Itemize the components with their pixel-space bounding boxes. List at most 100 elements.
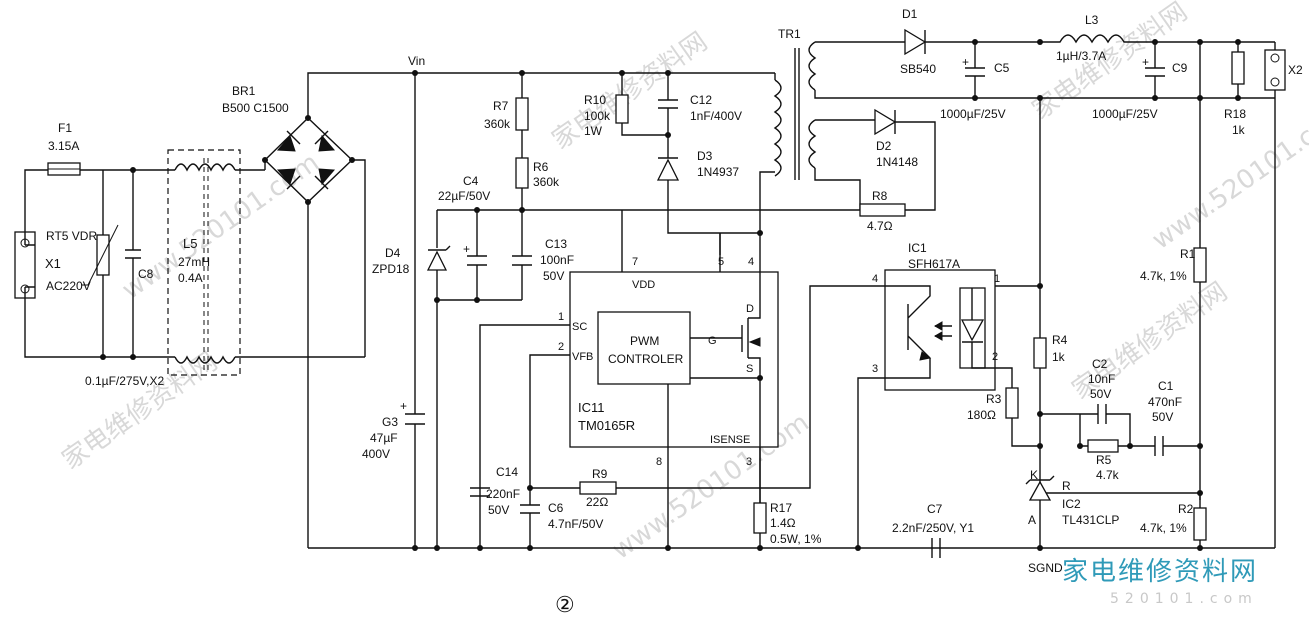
label-c5-value: 1000µF/25V: [940, 107, 1006, 121]
label-isense: ISENSE: [710, 434, 750, 446]
label-r5: R5: [1096, 453, 1112, 467]
label-r17-power: 0.5W, 1%: [770, 532, 822, 546]
label-r3: R3: [986, 392, 1002, 406]
label-r2-value: 4.7k, 1%: [1140, 521, 1187, 535]
label-br1-value: B500 C1500: [222, 101, 289, 115]
capacitor-c7: [931, 538, 941, 558]
label-r10-value: 100k: [584, 109, 611, 123]
diode-d2: [859, 108, 936, 217]
label-c2-voltage: 50V: [1090, 387, 1111, 401]
rails: [308, 70, 1275, 549]
label-ic11: IC11: [578, 400, 605, 415]
label-ic2-value: TL431CLP: [1062, 513, 1119, 527]
choke-l5: [167, 149, 241, 376]
ac-input-section: [14, 149, 365, 376]
capacitor-c5: +: [962, 39, 985, 101]
label-r5-value: 4.7k: [1096, 468, 1120, 482]
label-g3: G3: [382, 415, 398, 429]
label-pin5: 5: [718, 256, 724, 268]
label-k: K: [1030, 468, 1038, 482]
brand-logo: 家电维修资料网 520101.com: [1062, 557, 1258, 607]
resistor-r1: [1193, 39, 1207, 500]
resistor-r2: [1193, 493, 1207, 551]
label-c7-value: 2.2nF/250V, Y1: [892, 521, 974, 535]
label-ic1-value: SFH617A: [908, 257, 960, 271]
label-r8: R8: [872, 189, 888, 203]
label-sgnd: SGND: [1028, 561, 1063, 575]
label-c1-voltage: 50V: [1152, 410, 1173, 424]
label-opto-pin3: 3: [872, 363, 878, 375]
label-rt5: RT5 VDR: [46, 229, 97, 243]
label-d3-value: 1N4937: [697, 165, 739, 179]
svg-text:+: +: [400, 399, 407, 413]
label-opto-pin4: 4: [872, 273, 878, 285]
label-l3-value: 1µH/3.7A: [1056, 49, 1106, 63]
resistor-r5: [1087, 439, 1119, 453]
svg-text:家电维修资料网: 家电维修资料网: [1062, 557, 1258, 587]
connector-x2: [1264, 42, 1286, 548]
label-pin1: 1: [558, 311, 564, 323]
label-r18-value: 1k: [1232, 123, 1246, 137]
label-r3-value: 180Ω: [967, 408, 996, 422]
bridge-rectifier-br1: [262, 72, 415, 548]
label-c13-voltage: 50V: [543, 269, 564, 283]
label-f1-value: 3.15A: [48, 139, 79, 153]
label-pin8: 8: [656, 456, 662, 468]
start-resistors: [515, 73, 529, 210]
label-r4-value: 1k: [1052, 350, 1066, 364]
label-c13: C13: [545, 237, 567, 251]
snubber: [615, 73, 760, 234]
resistor-r17-group: [753, 502, 767, 551]
label-pin4: 4: [748, 256, 754, 268]
label-ic2: IC2: [1062, 497, 1081, 511]
label-c1-cap: 470nF: [1148, 395, 1182, 409]
label-r10: R10: [584, 93, 606, 107]
label-br1: BR1: [232, 84, 256, 98]
label-x1-value: AC220V: [46, 279, 91, 293]
label-pwm: PWM: [630, 334, 659, 348]
compensation-network: [1040, 404, 1200, 456]
label-vdd: VDD: [632, 279, 655, 291]
ic11-pwm-controller: [477, 171, 779, 551]
label-x1: X1: [45, 256, 61, 271]
label-vfb: VFB: [572, 351, 593, 363]
label-r1: R1: [1180, 247, 1196, 261]
label-pin3: 3: [746, 456, 752, 468]
svg-text:www.520101.com: www.520101.com: [1147, 98, 1309, 256]
label-gate: G: [708, 335, 717, 347]
label-l3: L3: [1085, 13, 1099, 27]
label-l5-current: 0.4A: [178, 271, 203, 285]
label-c8: C8: [138, 267, 154, 281]
label-r4: R4: [1052, 333, 1068, 347]
label-pin2: 2: [558, 341, 564, 353]
label-c4-value: 22µF/50V: [438, 189, 490, 203]
svg-text:+: +: [463, 242, 470, 256]
resistor-r10: [615, 94, 629, 124]
svg-text:家电维修资料网: 家电维修资料网: [57, 347, 223, 476]
label-a: A: [1028, 513, 1036, 527]
transformer-tr1: [773, 41, 1040, 210]
label-d1-value: SB540: [900, 62, 936, 76]
label-c12-value: 1nF/400V: [690, 109, 742, 123]
label-c7: C7: [927, 502, 943, 516]
optocoupler-ic1: [855, 269, 1043, 551]
label-r10-power: 1W: [584, 124, 603, 138]
label-c2: C2: [1092, 357, 1108, 371]
label-c5: C5: [994, 61, 1010, 75]
label-g3-cap: 47µF: [370, 431, 398, 445]
label-c6-value: 4.7nF/50V: [548, 517, 603, 531]
resistor-r3: [1005, 387, 1040, 447]
figure-number: ②: [555, 592, 575, 617]
label-sc: SC: [572, 321, 587, 333]
label-ic1: IC1: [908, 241, 927, 255]
resistor-r18: [1231, 39, 1245, 101]
label-r18: R18: [1224, 107, 1246, 121]
label-c4: C4: [463, 174, 479, 188]
label-c14-voltage: 50V: [488, 503, 509, 517]
capacitor-g3: +: [400, 73, 425, 551]
vdd-supply-network: +: [426, 207, 860, 551]
label-r8-value: 4.7Ω: [867, 219, 893, 233]
component-labels: F1 3.15A RT5 VDR X1 AC220V C8 0.1µF/275V…: [45, 7, 1303, 617]
